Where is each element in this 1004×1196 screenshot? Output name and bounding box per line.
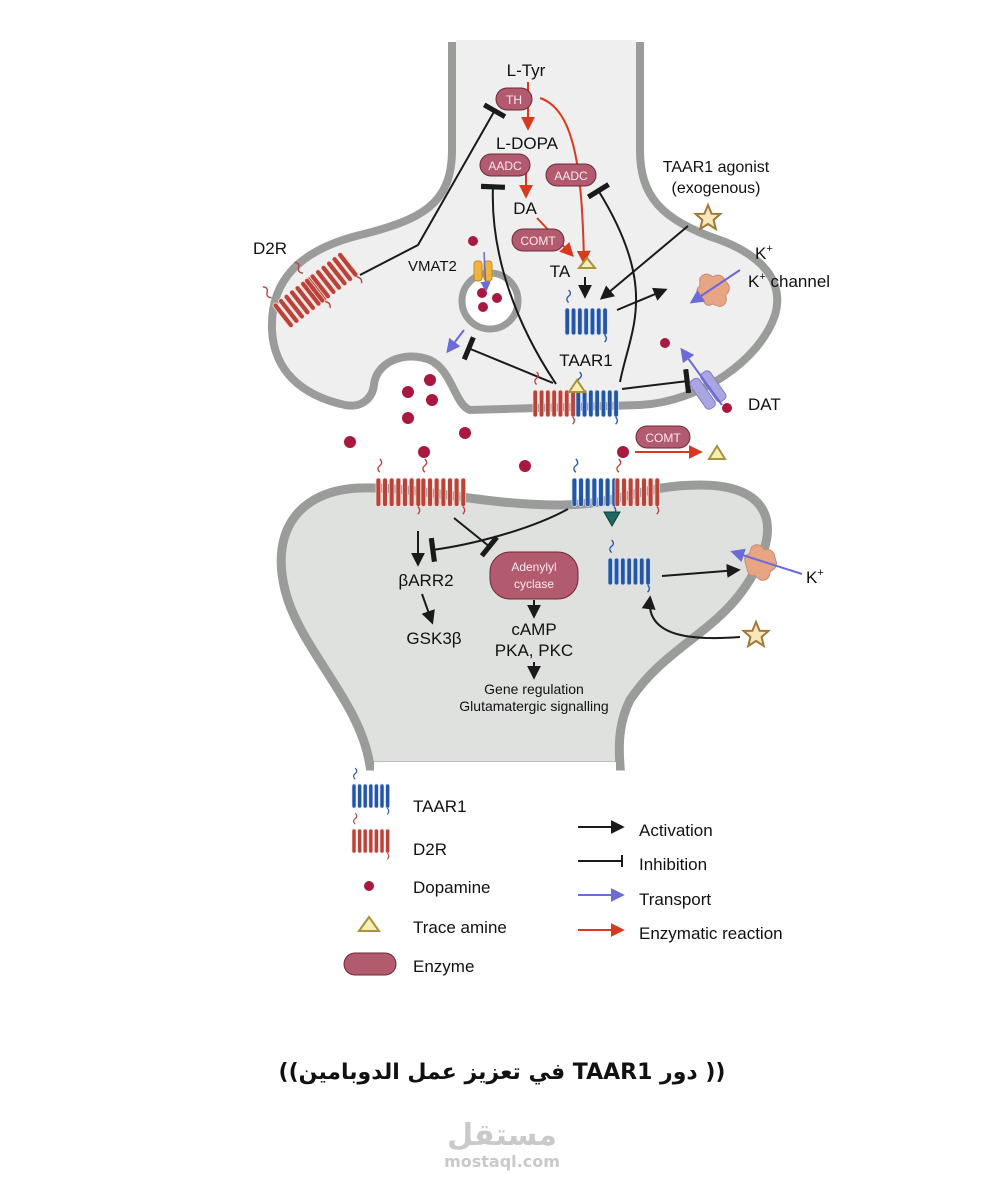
- legend-label: Dopamine: [413, 878, 491, 897]
- legend-label: Enzyme: [413, 957, 474, 976]
- d2r-receptor-heterodimer: [614, 458, 661, 515]
- legend: TAAR1 D2R Dopamine Trace amine Enzyme Ac…: [343, 767, 783, 976]
- activation-arrow: [641, 595, 741, 640]
- th-enzyme: TH: [495, 87, 533, 111]
- legend-label: Trace amine: [413, 918, 507, 937]
- vmat2-transporter-icon: [473, 251, 493, 293]
- postsynaptic-dendrite: βARR2 GSK3β Adenylyl cyclase cAMP PKA, P…: [276, 458, 824, 774]
- adenylyl-cyclase-enzyme: Adenylyl cyclase: [489, 551, 579, 600]
- cyclase-label: cyclase: [514, 577, 554, 591]
- inhibition-line: [461, 336, 554, 384]
- dopamine-molecule: [478, 302, 488, 312]
- aadc-label: AADC: [488, 159, 522, 173]
- g-protein-icon: [603, 511, 621, 528]
- k-channel-label: K+ channel: [748, 271, 830, 291]
- dopamine-molecule: [424, 374, 436, 386]
- legend-label: Inhibition: [639, 855, 707, 874]
- d2r-label: D2R: [253, 239, 287, 258]
- inhibition-line: [453, 517, 499, 558]
- watermark-latin: mostaql.com: [444, 1152, 560, 1171]
- inhibition-line: [621, 368, 692, 394]
- aadc-enzyme-1: AADC: [479, 153, 531, 177]
- transport-arrow: [730, 548, 803, 575]
- aadc-enzyme-2: AADC: [545, 163, 597, 187]
- activation-arrow: [599, 225, 689, 300]
- dopamine-dot-icon: [364, 881, 374, 891]
- caption: (( دور TAAR1 في تعزيز عمل الدوبامين)): [278, 1060, 726, 1085]
- comt-enzyme: COMT: [511, 228, 565, 252]
- dopamine-molecule: [402, 386, 414, 398]
- ta-label: TA: [550, 262, 571, 281]
- dopamine-molecule: [418, 446, 430, 458]
- pka-pkc-label: PKA, PKC: [495, 641, 573, 660]
- legend-label: D2R: [413, 840, 447, 859]
- synaptic-cleft: COMT: [344, 374, 727, 472]
- gsk3b-label: GSK3β: [406, 629, 461, 648]
- presynaptic-terminal: L-Tyr TH L-DOPA AADC AADC DA COMT TA: [253, 40, 830, 425]
- dopamine-molecule: [468, 236, 478, 246]
- transport-arrow: [680, 347, 723, 406]
- l-dopa-label: L-DOPA: [496, 134, 559, 153]
- taar1-receptor-icon: [351, 767, 391, 815]
- trace-amine-icon: [576, 256, 598, 269]
- k-ion-label: K+: [806, 567, 824, 587]
- da-label: DA: [513, 199, 537, 218]
- d2r-receptor-icon: [351, 812, 391, 860]
- trace-amine-triangle-icon: [357, 915, 381, 932]
- taar1-agonist-label-line2: (exogenous): [672, 180, 761, 197]
- dopamine-molecule: [344, 436, 356, 448]
- glutamatergic-label: Glutamatergic signalling: [459, 698, 608, 714]
- dat-label: DAT: [748, 395, 781, 414]
- taar1-agonist-label-line1: TAAR1 agonist: [663, 159, 770, 176]
- comt-label: COMT: [520, 234, 556, 248]
- dopamine-molecule: [402, 412, 414, 424]
- dopamine-molecule: [519, 460, 531, 472]
- trace-amine-icon: [567, 378, 587, 393]
- th-label: TH: [506, 93, 522, 107]
- camp-label: cAMP: [511, 620, 556, 639]
- comt-enzyme-cleft: COMT: [635, 425, 691, 449]
- adenylyl-label: Adenylyl: [511, 560, 556, 574]
- presynaptic-membrane: [267, 42, 782, 415]
- aadc-label: AADC: [554, 169, 588, 183]
- comt-label: COMT: [645, 431, 681, 445]
- k-ion-label: K+: [755, 243, 773, 263]
- legend-label: Transport: [639, 890, 711, 909]
- dopamine-molecule: [459, 427, 471, 439]
- watermark-arabic: مستقل: [447, 1118, 557, 1153]
- axon-opening: [456, 40, 636, 52]
- dopamine-molecule: [492, 293, 502, 303]
- vmat2-label: VMAT2: [408, 258, 457, 275]
- transport-arrow: [689, 269, 741, 304]
- activation-arrow: [661, 563, 741, 578]
- inhibition-line: [428, 508, 569, 563]
- enzymatic-arrow: [539, 97, 591, 265]
- l-tyr-label: L-Tyr: [507, 61, 546, 80]
- taar1-agonist-star-icon: [742, 621, 770, 647]
- dopamine-molecule: [722, 403, 732, 413]
- inhibition-line: [359, 102, 507, 276]
- activation-arrow: [421, 593, 435, 625]
- enzyme-pill-icon: [343, 952, 397, 976]
- trace-amine-icon: [707, 444, 727, 460]
- activation-arrow: [616, 287, 668, 311]
- taar1-label: TAAR1: [559, 351, 613, 370]
- taar1-receptor-postsynaptic: [571, 458, 618, 515]
- barr2-label: βARR2: [398, 571, 453, 590]
- gene-regulation-label: Gene regulation: [484, 681, 584, 697]
- taar1-agonist-star-icon: [694, 204, 722, 230]
- dat-transporter-icon: [689, 370, 727, 410]
- legend-label: Enzymatic reaction: [639, 924, 783, 943]
- dopamine-molecule: [426, 394, 438, 406]
- dendrite-cut: [374, 762, 616, 774]
- dopamine-molecule: [660, 338, 670, 348]
- legend-label: TAAR1: [413, 797, 467, 816]
- inhibition-line: [586, 182, 638, 383]
- legend-label: Activation: [639, 821, 713, 840]
- transport-arrow: [446, 329, 465, 354]
- dopamine-molecule: [617, 446, 629, 458]
- inhibition-line: [480, 183, 557, 385]
